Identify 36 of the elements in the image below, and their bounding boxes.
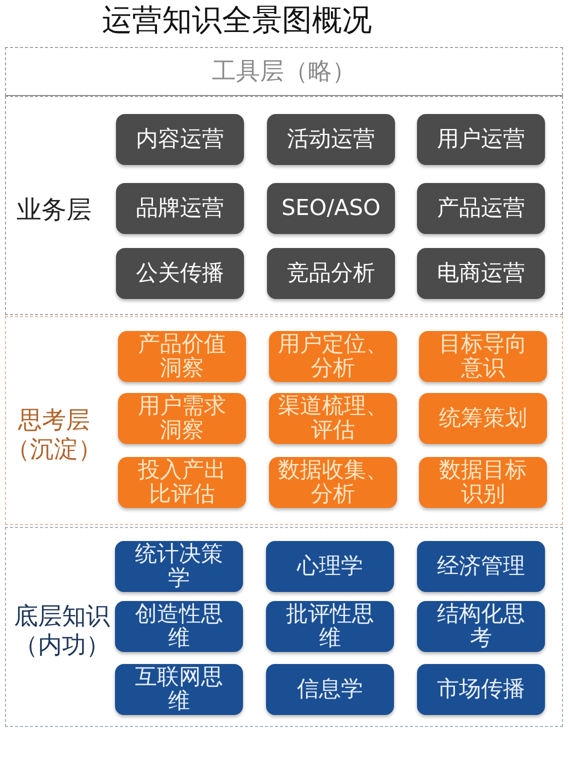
topic-card: 渠道梳理、评估 bbox=[269, 393, 397, 444]
topic-card: 市场传播 bbox=[417, 664, 545, 715]
diagram-title: 运营知识全景图概况 bbox=[102, 2, 372, 40]
topic-card: 结构化思考 bbox=[417, 601, 545, 652]
topic-card: 电商运营 bbox=[417, 248, 545, 299]
topic-card: 竞品分析 bbox=[267, 248, 395, 299]
topic-card: 互联网思维 bbox=[115, 664, 243, 715]
topic-card: 活动运营 bbox=[267, 114, 395, 165]
topic-card: 投入产出比评估 bbox=[118, 457, 246, 508]
layer-title: 底层知识（内功） bbox=[14, 602, 110, 660]
topic-card: 统计决策学 bbox=[115, 541, 243, 592]
layer-panel bbox=[5, 96, 563, 315]
layer-title: 工具层（略） bbox=[211, 56, 357, 86]
topic-card: 用户需求洞察 bbox=[118, 393, 246, 444]
topic-card: 数据目标识别 bbox=[419, 457, 547, 508]
topic-card: 数据收集、分析 bbox=[269, 457, 397, 508]
layer-panel bbox=[5, 527, 563, 727]
layer-title: 思考层（沉淀） bbox=[6, 406, 102, 464]
topic-card: 创造性思维 bbox=[115, 601, 243, 652]
topic-card: 信息学 bbox=[266, 664, 394, 715]
layer-title: 业务层 bbox=[16, 195, 92, 225]
topic-card: 心理学 bbox=[266, 541, 394, 592]
topic-card: 经济管理 bbox=[417, 541, 545, 592]
topic-card: 产品运营 bbox=[417, 183, 545, 234]
topic-card: 内容运营 bbox=[116, 114, 244, 165]
topic-card: 用户定位、分析 bbox=[269, 331, 397, 382]
topic-card: 统筹策划 bbox=[419, 393, 547, 444]
topic-card: 目标导向意识 bbox=[419, 331, 547, 382]
topic-card: 品牌运营 bbox=[116, 183, 244, 234]
topic-card: SEO/ASO bbox=[267, 183, 395, 234]
topic-card: 批评性思维 bbox=[266, 601, 394, 652]
layer-panel bbox=[5, 316, 563, 525]
layer-panel bbox=[5, 47, 563, 96]
topic-card: 用户运营 bbox=[417, 114, 545, 165]
topic-card: 公关传播 bbox=[116, 248, 244, 299]
topic-card: 产品价值洞察 bbox=[118, 331, 246, 382]
